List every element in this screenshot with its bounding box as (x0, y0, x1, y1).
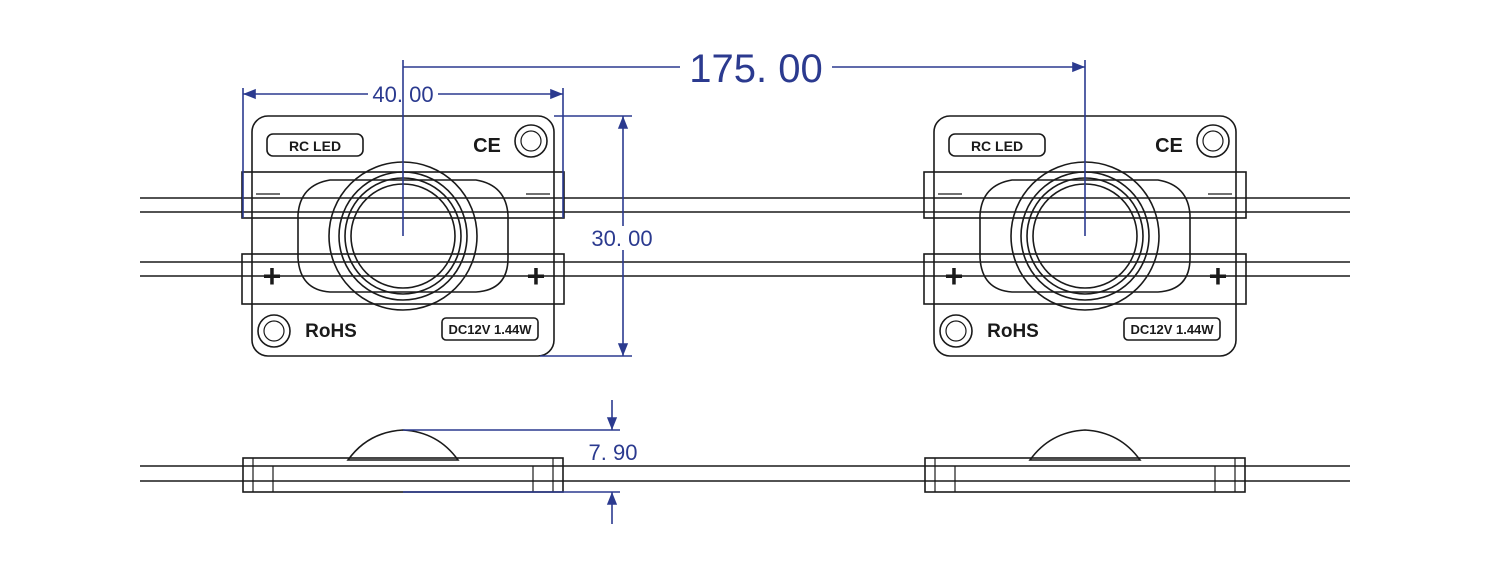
dimension-thickness (403, 400, 620, 524)
brand-label-right: RC LED (971, 138, 1023, 154)
dimension-width (242, 88, 564, 218)
pitch-dimension-label: 175. 00 (689, 47, 822, 91)
plus-mark-left-b: + (527, 258, 546, 294)
side-view (140, 429, 1350, 493)
brand-label-left: RC LED (289, 138, 341, 154)
ce-mark-left: CE (473, 135, 501, 157)
height-dimension-label: 30. 00 (591, 226, 652, 251)
rating-label-right: DC12V 1.44W (1130, 322, 1214, 337)
dimension-pitch (402, 60, 1086, 236)
wires-top (140, 197, 1350, 277)
plus-mark-right-b: + (1209, 258, 1228, 294)
plus-mark-left-a: + (263, 258, 282, 294)
thickness-dimension-label: 7. 90 (589, 440, 638, 465)
rohs-mark-right: RoHS (987, 321, 1039, 342)
dimension-height (540, 115, 632, 357)
rohs-mark-left: RoHS (305, 321, 357, 342)
ce-mark-right: CE (1155, 135, 1183, 157)
plus-mark-right-a: + (945, 258, 964, 294)
rating-label-left: DC12V 1.44W (448, 322, 532, 337)
width-dimension-label: 40. 00 (372, 82, 433, 107)
